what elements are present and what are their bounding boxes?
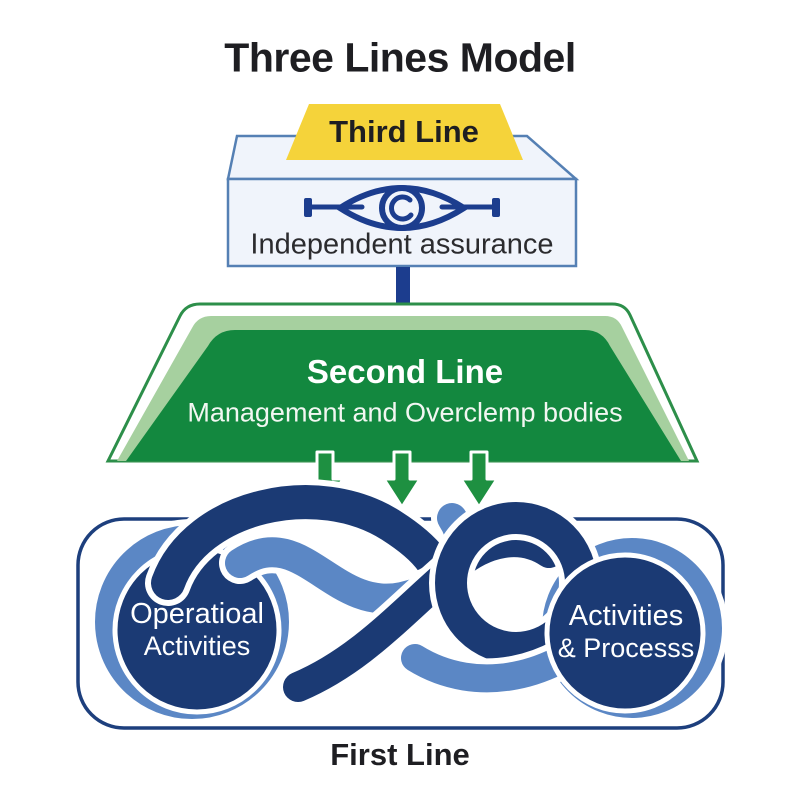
third-line-description: Independent assurance — [250, 228, 554, 261]
knot-graphic — [89, 479, 728, 725]
third-line-badge — [286, 104, 523, 160]
second-line-label: Second Line — [306, 353, 504, 390]
third-line-box — [226, 104, 580, 268]
first-line-container — [76, 479, 728, 730]
left-bubble-line2: Activities — [143, 631, 251, 662]
right-bubble-label: Activities & Processs — [558, 599, 695, 665]
green-arrow-3 — [459, 450, 499, 509]
right-bubble-line1: Activities — [568, 599, 684, 632]
second-line-trapezoid — [105, 302, 700, 463]
left-bubble-label: Operatioal Activities — [130, 597, 264, 663]
eye-icon — [304, 185, 500, 231]
right-bubble — [544, 552, 706, 714]
first-line-label: First Line — [330, 737, 470, 772]
third-line-label: Third Line — [329, 114, 479, 149]
second-line-description: Management and Overclemp bodies — [187, 397, 623, 428]
diagram-title: Three Lines Model — [224, 34, 576, 81]
left-bubble-line1: Operatioal — [130, 597, 264, 630]
green-arrow-2 — [382, 450, 422, 509]
right-bubble-line2: & Processs — [557, 633, 695, 664]
